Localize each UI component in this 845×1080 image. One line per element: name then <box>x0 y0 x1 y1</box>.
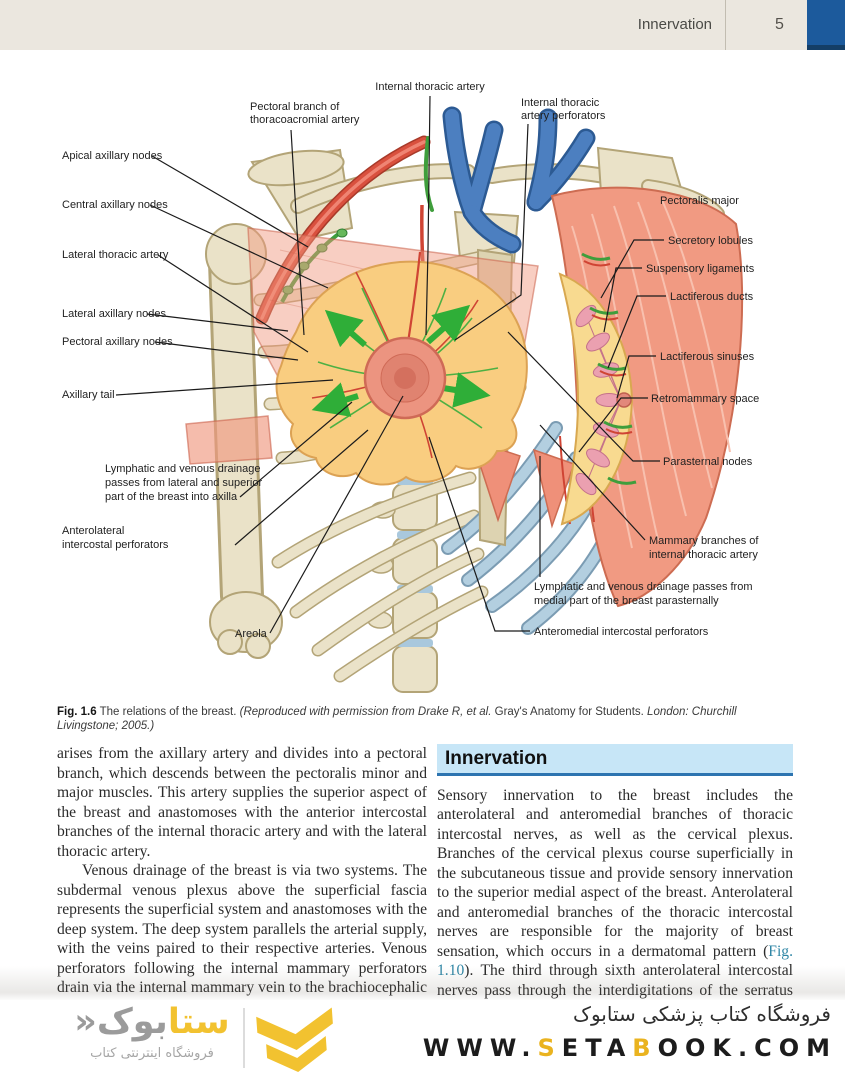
label-internal-thoracic-artery: Internal thoracic artery <box>375 81 485 93</box>
url-part-4: B <box>632 1034 658 1062</box>
label-lateral-thoracic-artery: Lateral thoracic artery <box>62 249 169 261</box>
label-apical-axillary-nodes: Apical axillary nodes <box>62 150 163 162</box>
label-anterolateral-2: intercostal perforators <box>62 539 169 551</box>
label-mammary-branches-1: Mammary branches of <box>649 535 759 547</box>
figure-labels: Internal thoracic artery Pectoral branch… <box>62 81 759 640</box>
header-divider <box>725 0 726 50</box>
label-mammary-branches-2: internal thoracic artery <box>649 549 758 561</box>
axillary-vessels <box>255 135 431 325</box>
caption-fig-number: Fig. 1.6 <box>57 706 97 718</box>
label-pectoral-branch-2: thoracoacromial artery <box>250 114 360 126</box>
header-section-title: Innervation <box>637 16 712 33</box>
url-part-2: S <box>537 1034 562 1062</box>
label-anteromedial: Anteromedial intercostal perforators <box>534 626 709 638</box>
label-suspensory-ligaments: Suspensory ligaments <box>646 263 755 275</box>
url-part-3: ETA <box>561 1034 633 1062</box>
label-pectoral-axillary-nodes: Pectoral axillary nodes <box>62 336 173 348</box>
pectoralis-major-muscle <box>550 186 744 608</box>
label-secretory-lobules: Secretory lobules <box>668 235 753 247</box>
label-lymph-medial-2: medial part of the breast parasternally <box>534 595 719 607</box>
figure-1-10-reference-link[interactable]: Fig. 1.10 <box>437 942 793 980</box>
caption-text: The relations of the breast. <box>96 706 240 718</box>
label-pectoralis-major: Pectoralis major <box>660 195 739 207</box>
lower-ribs <box>271 471 489 683</box>
breast-mound <box>275 251 528 486</box>
label-retromammary-space: Retromammary space <box>651 393 759 405</box>
label-ita-perforators-2: artery perforators <box>521 110 606 122</box>
lymph-flow-arrows <box>311 304 491 417</box>
chapter-tab-edge <box>807 45 845 50</box>
chapter-tab <box>807 0 845 45</box>
right-paragraph-text-1: Sensory innervation to the breast includ… <box>437 786 793 960</box>
right-paragraph: Sensory innervation to the breast includ… <box>437 786 793 1020</box>
label-lateral-axillary-nodes: Lateral axillary nodes <box>62 308 166 320</box>
wordmark-guillemet: « <box>74 1002 97 1042</box>
label-lymph-lateral-1: Lymphatic and venous drainage <box>105 463 261 475</box>
store-url[interactable]: WWW.SETABOOK.COM <box>397 1034 837 1062</box>
label-lactiferous-ducts: Lactiferous ducts <box>670 291 754 303</box>
label-pectoral-branch-1: Pectoral branch of <box>250 101 340 113</box>
logo-divider <box>243 1008 245 1068</box>
label-anterolateral-1: Anterolateral <box>62 525 124 537</box>
figure-1-6: Internal thoracic artery Pectoral branch… <box>62 81 759 693</box>
label-areola: Areola <box>235 628 268 640</box>
label-ita-perforators-1: Internal thoracic <box>521 97 600 109</box>
left-text-column: arises from the axillary artery and divi… <box>57 744 427 1017</box>
label-lymph-lateral-2: passes from lateral and superior <box>105 477 262 489</box>
watermark-footer: ستابوک« فروشگاه اینترنتی کتاب فروشگاه کت… <box>0 1000 845 1080</box>
nipple <box>394 367 416 389</box>
label-lactiferous-sinuses: Lactiferous sinuses <box>660 351 755 363</box>
label-central-axillary-nodes: Central axillary nodes <box>62 199 168 211</box>
label-axillary-tail: Axillary tail <box>62 389 115 401</box>
wordmark-part-yellow: ستا <box>167 1002 230 1042</box>
figure-caption: Fig. 1.6 The relations of the breast. (R… <box>57 705 793 733</box>
left-paragraph-1: arises from the axillary artery and divi… <box>57 745 427 860</box>
label-lymph-lateral-3: part of the breast into axilla <box>105 491 238 503</box>
caption-credit-1: (Reproduced with permission from Drake R… <box>239 706 492 718</box>
innervation-section-heading: Innervation <box>437 744 793 776</box>
caption-credit-3: London: Churchill Livingstone; 2005.) <box>57 706 737 732</box>
anatomy-illustration: Internal thoracic artery Pectoral branch… <box>62 81 759 693</box>
caption-credit-2: Gray's Anatomy for Students. <box>491 706 648 718</box>
right-text-column: Innervation Sensory innervation to the b… <box>437 744 793 1020</box>
logo-tagline: فروشگاه اینترنتی کتاب <box>90 1046 214 1061</box>
page-number: 5 <box>775 16 784 33</box>
url-part-5: OOK.COM <box>657 1034 837 1062</box>
subclavian-veins <box>423 106 596 254</box>
left-paragraph-2: Venous drainage of the breast is via two… <box>57 862 427 1016</box>
label-lymph-medial-1: Lymphatic and venous drainage passes fro… <box>534 581 753 593</box>
label-parasternal-nodes: Parasternal nodes <box>663 456 753 468</box>
page-header: Innervation 5 <box>0 0 845 50</box>
wordmark-part-gray: بوک <box>96 1002 168 1042</box>
perforator-dashes <box>581 252 637 485</box>
store-title-farsi: فروشگاه کتاب پزشکی ستابوک <box>573 1002 831 1026</box>
setabook-logo-wordmark: ستابوک« <box>66 1002 238 1042</box>
setabook-chevron-icon <box>256 1007 333 1072</box>
url-part-1: WWW. <box>422 1034 538 1062</box>
leader-lines <box>115 95 666 634</box>
